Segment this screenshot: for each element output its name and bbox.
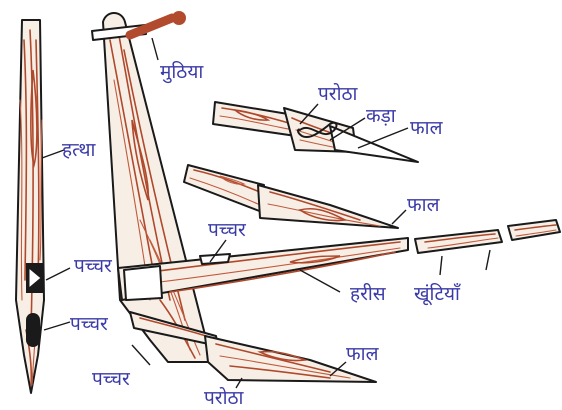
label-parotha-top: परोठा <box>318 82 359 105</box>
label-parotha-bottom: परोठा <box>204 386 245 409</box>
hattha-part <box>16 20 44 393</box>
label-pachchar-left-1: पच्चर <box>74 255 113 277</box>
khuntiyan-pegs <box>415 220 560 253</box>
label-pachchar-middle: पच्चर <box>208 219 247 241</box>
wedge-lower <box>26 313 40 347</box>
label-kada: कड़ा <box>366 105 397 127</box>
label-pachchar-bottom: पच्चर <box>92 368 131 390</box>
label-phal-middle: फाल <box>407 194 441 216</box>
muthiya-handle <box>130 11 186 35</box>
label-muthiya: मुठिया <box>160 60 204 84</box>
label-haris: हरीस <box>350 282 387 305</box>
label-phal-bottom: फाल <box>346 343 380 365</box>
label-hattha: हत्था <box>62 139 96 161</box>
label-khuntiyan: खूंटियाँ <box>414 282 461 306</box>
label-phal-top: फाल <box>410 117 444 139</box>
label-pachchar-left-2: पच्चर <box>70 313 109 335</box>
